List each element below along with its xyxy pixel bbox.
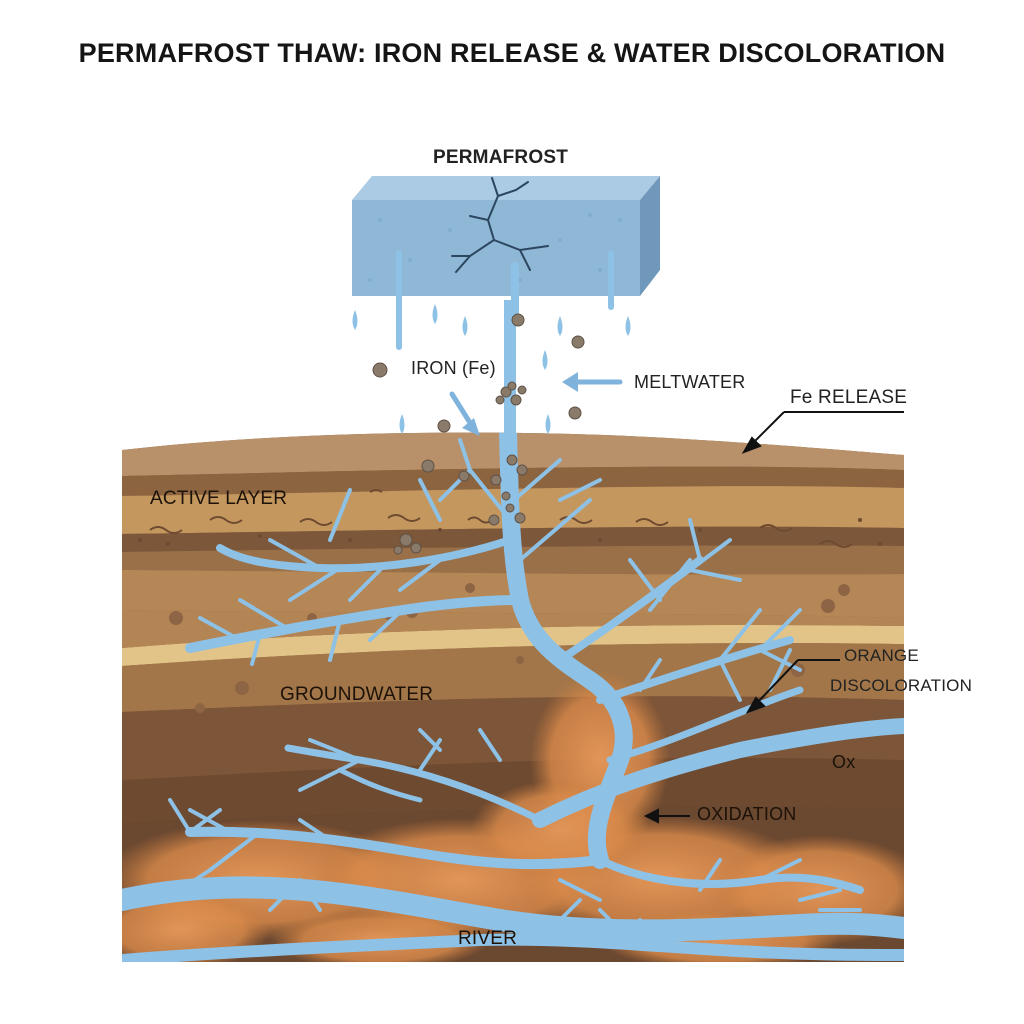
iron-particles-falling xyxy=(372,313,585,433)
iron-particles-soil xyxy=(393,454,528,555)
leader-lines xyxy=(643,411,904,824)
groundwater-band xyxy=(122,696,904,780)
orange-label-line2: DISCOLORATION xyxy=(830,676,973,695)
sand-band xyxy=(122,624,904,666)
soil-squiggles xyxy=(149,489,853,548)
diagram-title: PERMAFROST THAW: IRON RELEASE & WATER DI… xyxy=(78,38,946,68)
river-channel xyxy=(122,876,904,942)
meltwater-label: MELTWATER xyxy=(634,372,746,392)
groundwater-label: GROUNDWATER xyxy=(280,684,434,705)
orange-label-line1: ORANGE xyxy=(844,646,919,665)
meltwater-stream xyxy=(504,300,516,440)
iron-label: IRON (Fe) xyxy=(411,358,496,378)
active-layer-label: ACTIVE LAYER xyxy=(150,488,288,509)
meltwater-drips xyxy=(352,250,631,434)
water-channels xyxy=(122,432,904,962)
soil-cross-section xyxy=(122,432,904,962)
ice-cracks xyxy=(451,177,549,273)
river-label: RIVER xyxy=(458,928,518,949)
fe-release-label: Fe RELEASE xyxy=(790,387,908,408)
meltwater-trunk xyxy=(499,432,633,869)
oxidation-label: OXIDATION xyxy=(697,804,797,824)
permafrost-label: PERMAFROST xyxy=(433,147,568,168)
iron-arrow xyxy=(449,391,475,429)
annotation-arrows xyxy=(449,372,623,436)
permafrost-block xyxy=(352,176,660,440)
water-capillaries xyxy=(168,438,862,942)
ox-label: Ox xyxy=(832,752,856,772)
